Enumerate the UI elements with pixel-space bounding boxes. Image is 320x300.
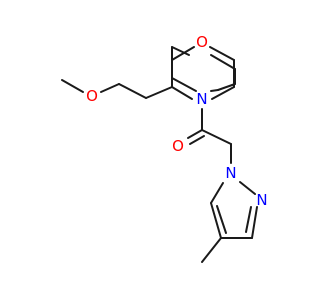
atom-o3-label: O [86,87,98,105]
atom-o2-label: O [172,137,184,155]
bond-n1-c5 [171,77,197,92]
bond-c4-c5-double [216,205,227,234]
bond-carbonyl-ch2 [201,129,232,145]
bond-n2-c3-double [245,206,252,233]
bond-ring-d [171,86,193,100]
bond-c3-c4 [217,83,236,91]
atom-n2-label: N [225,164,236,182]
bond-n-n [239,181,256,195]
bond-c5-ch2 [145,86,173,99]
bond-ring-f [171,46,195,61]
atom-n3-label: N [256,191,267,209]
bond-c5-n1 [210,182,224,204]
molecule-svg: O N O O N N [61,33,268,263]
bond-ring-c [211,86,235,100]
bond-carbonyl-o-double [189,135,205,145]
atom-o1-label: O [196,33,208,51]
atom-n1-label: N [196,90,207,108]
bond-c4-n1 [210,89,219,92]
bond-o3-ch3 [61,79,84,93]
bond-carbonyl-o [187,129,203,139]
bond-c4-c5 [210,202,222,239]
bond-ch2-ch2 [118,83,147,99]
bond-ring-a [209,46,235,61]
bond-o1-c2 [210,54,236,70]
bond-ch2-o3 [100,83,120,93]
bond-c6-o1 [171,46,190,56]
bond-n2-c3 [251,206,258,239]
structure-diagram: O N O O N N [61,33,268,263]
bond-c4-methyl [201,237,222,263]
